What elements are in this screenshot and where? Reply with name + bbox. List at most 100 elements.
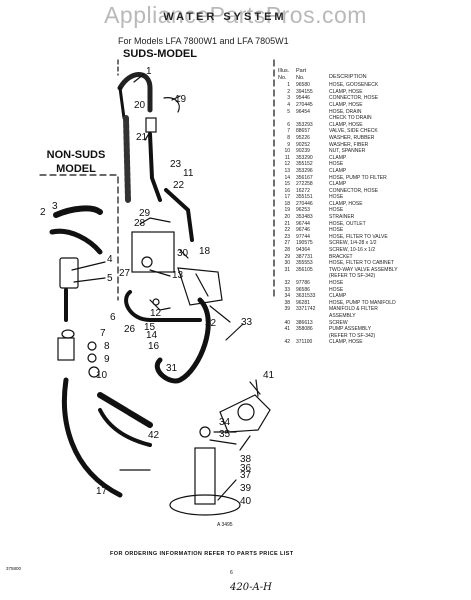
part-illus-no: 42 bbox=[284, 339, 290, 346]
part-description: (REFER TO SF-342) bbox=[329, 332, 376, 339]
header-illus-no: Illus. No. bbox=[278, 68, 296, 81]
bracket-top bbox=[139, 217, 171, 225]
part-number bbox=[296, 333, 326, 340]
part-description: WASHER, RUBBER bbox=[329, 134, 375, 141]
part-description: STRAINER bbox=[329, 214, 355, 221]
clamp-15 bbox=[152, 298, 160, 306]
part-description: HOSE bbox=[329, 207, 344, 214]
part-illus-no: 39 bbox=[284, 306, 290, 313]
two-way-valve bbox=[177, 267, 223, 306]
hose-22 bbox=[148, 132, 162, 202]
part-illus-no: 40 bbox=[284, 319, 290, 326]
part-number: 96744 bbox=[296, 220, 310, 227]
part-illus-no: 32 bbox=[284, 280, 290, 286]
callout-9: 9 bbox=[104, 354, 110, 365]
part-illus-no: 23 bbox=[284, 233, 290, 240]
part-description: CLAMP bbox=[329, 154, 347, 161]
part-illus-no: 28 bbox=[284, 247, 290, 254]
part-illus-no: 38 bbox=[284, 299, 290, 306]
part-number: 96746 bbox=[296, 227, 310, 234]
part-number bbox=[296, 273, 326, 280]
clamp-6 bbox=[61, 329, 75, 339]
part-number: 96253 bbox=[296, 207, 310, 214]
part-illus-no: 3 bbox=[287, 95, 290, 102]
part-number: 3631533 bbox=[296, 293, 316, 300]
part-description: HOSE, PUMP TO FILTER bbox=[329, 174, 387, 181]
callout-16: 16 bbox=[148, 341, 160, 352]
part-number: 272258 bbox=[296, 181, 313, 188]
parts-table-row: 22 96746 HOSE bbox=[278, 227, 468, 234]
part-illus-no: 34 bbox=[284, 293, 290, 300]
part-description: CLAMP bbox=[329, 167, 347, 174]
part-description: HOSE bbox=[329, 227, 344, 234]
part-illus-no: 15 bbox=[284, 181, 290, 188]
part-description: HOSE bbox=[329, 194, 344, 201]
part-number: 88657 bbox=[296, 128, 310, 135]
leader-41 bbox=[249, 381, 261, 395]
callout-34: 34 bbox=[219, 417, 231, 428]
callout-20: 20 bbox=[134, 100, 146, 111]
part-illus-no: 29 bbox=[284, 253, 290, 260]
part-number: 371100 bbox=[296, 339, 313, 346]
callout-33: 33 bbox=[241, 317, 253, 328]
parts-table-header: Illus. No. Part No. DESCRIPTION bbox=[278, 68, 468, 81]
callout-40: 40 bbox=[240, 496, 252, 507]
part-illus-no: 18 bbox=[284, 200, 290, 207]
part-number: 358086 bbox=[296, 326, 313, 333]
part-description: CLAMP, HOSE bbox=[329, 339, 363, 346]
part-number: 355151 bbox=[296, 194, 313, 201]
clamp-34 bbox=[199, 426, 211, 438]
part-description: CLAMP, HOSE bbox=[329, 101, 363, 108]
part-illus-no: 22 bbox=[284, 227, 290, 234]
header-illus-line1: Illus. bbox=[278, 68, 290, 74]
callout-10: 10 bbox=[96, 370, 108, 381]
part-description: HOSE, FILTER TO VALVE bbox=[329, 233, 388, 240]
parts-table-row: 42 371100 CLAMP, HOSE bbox=[278, 339, 468, 346]
boundary-line-nonsuds bbox=[39, 174, 119, 301]
part-illus-no: 8 bbox=[287, 134, 290, 141]
parts-table-row: CHECK TO DRAIN bbox=[278, 115, 468, 122]
callout-37: 37 bbox=[240, 470, 252, 481]
suds-model-label: SUDS-MODEL bbox=[123, 48, 197, 60]
document-code: 375800 bbox=[6, 566, 22, 571]
part-illus-no: 31 bbox=[284, 266, 290, 273]
part-description: CONNECTOR, HOSE bbox=[329, 95, 379, 102]
callout-22: 22 bbox=[173, 180, 185, 191]
bracket bbox=[131, 231, 175, 273]
part-description: CLAMP bbox=[329, 181, 347, 188]
leader-5 bbox=[73, 277, 106, 283]
side-check-valve bbox=[57, 337, 75, 361]
part-description: BRACKET bbox=[329, 253, 353, 260]
part-description: NUT, SPANNER bbox=[329, 148, 366, 155]
callout-4: 4 bbox=[107, 254, 113, 265]
page-number: 6 bbox=[230, 570, 233, 576]
leader-39 bbox=[217, 479, 237, 501]
header-part-no: Part No. bbox=[296, 68, 326, 81]
part-illus-no: 13 bbox=[284, 167, 290, 174]
ordering-info-footer: FOR ORDERING INFORMATION REFER TO PARTS … bbox=[110, 551, 294, 557]
part-number: 190575 bbox=[296, 240, 313, 247]
part-description: VALVE, SIDE CHECK bbox=[329, 128, 378, 135]
diagram-title: WATER SYSTEM bbox=[163, 11, 287, 23]
hose-38 bbox=[98, 408, 152, 447]
callout-17: 17 bbox=[96, 486, 108, 497]
watermark: AppliancePartsPros.com bbox=[104, 2, 367, 28]
part-description: CLAMP, HOSE bbox=[329, 121, 363, 128]
callout-1: 1 bbox=[146, 66, 152, 77]
part-illus-no: 7 bbox=[287, 128, 290, 135]
pump-shaft bbox=[194, 447, 216, 505]
callout-11: 11 bbox=[183, 168, 194, 179]
non-suds-label-line1: NON-SUDS bbox=[46, 149, 106, 161]
callout-7: 7 bbox=[100, 328, 106, 339]
